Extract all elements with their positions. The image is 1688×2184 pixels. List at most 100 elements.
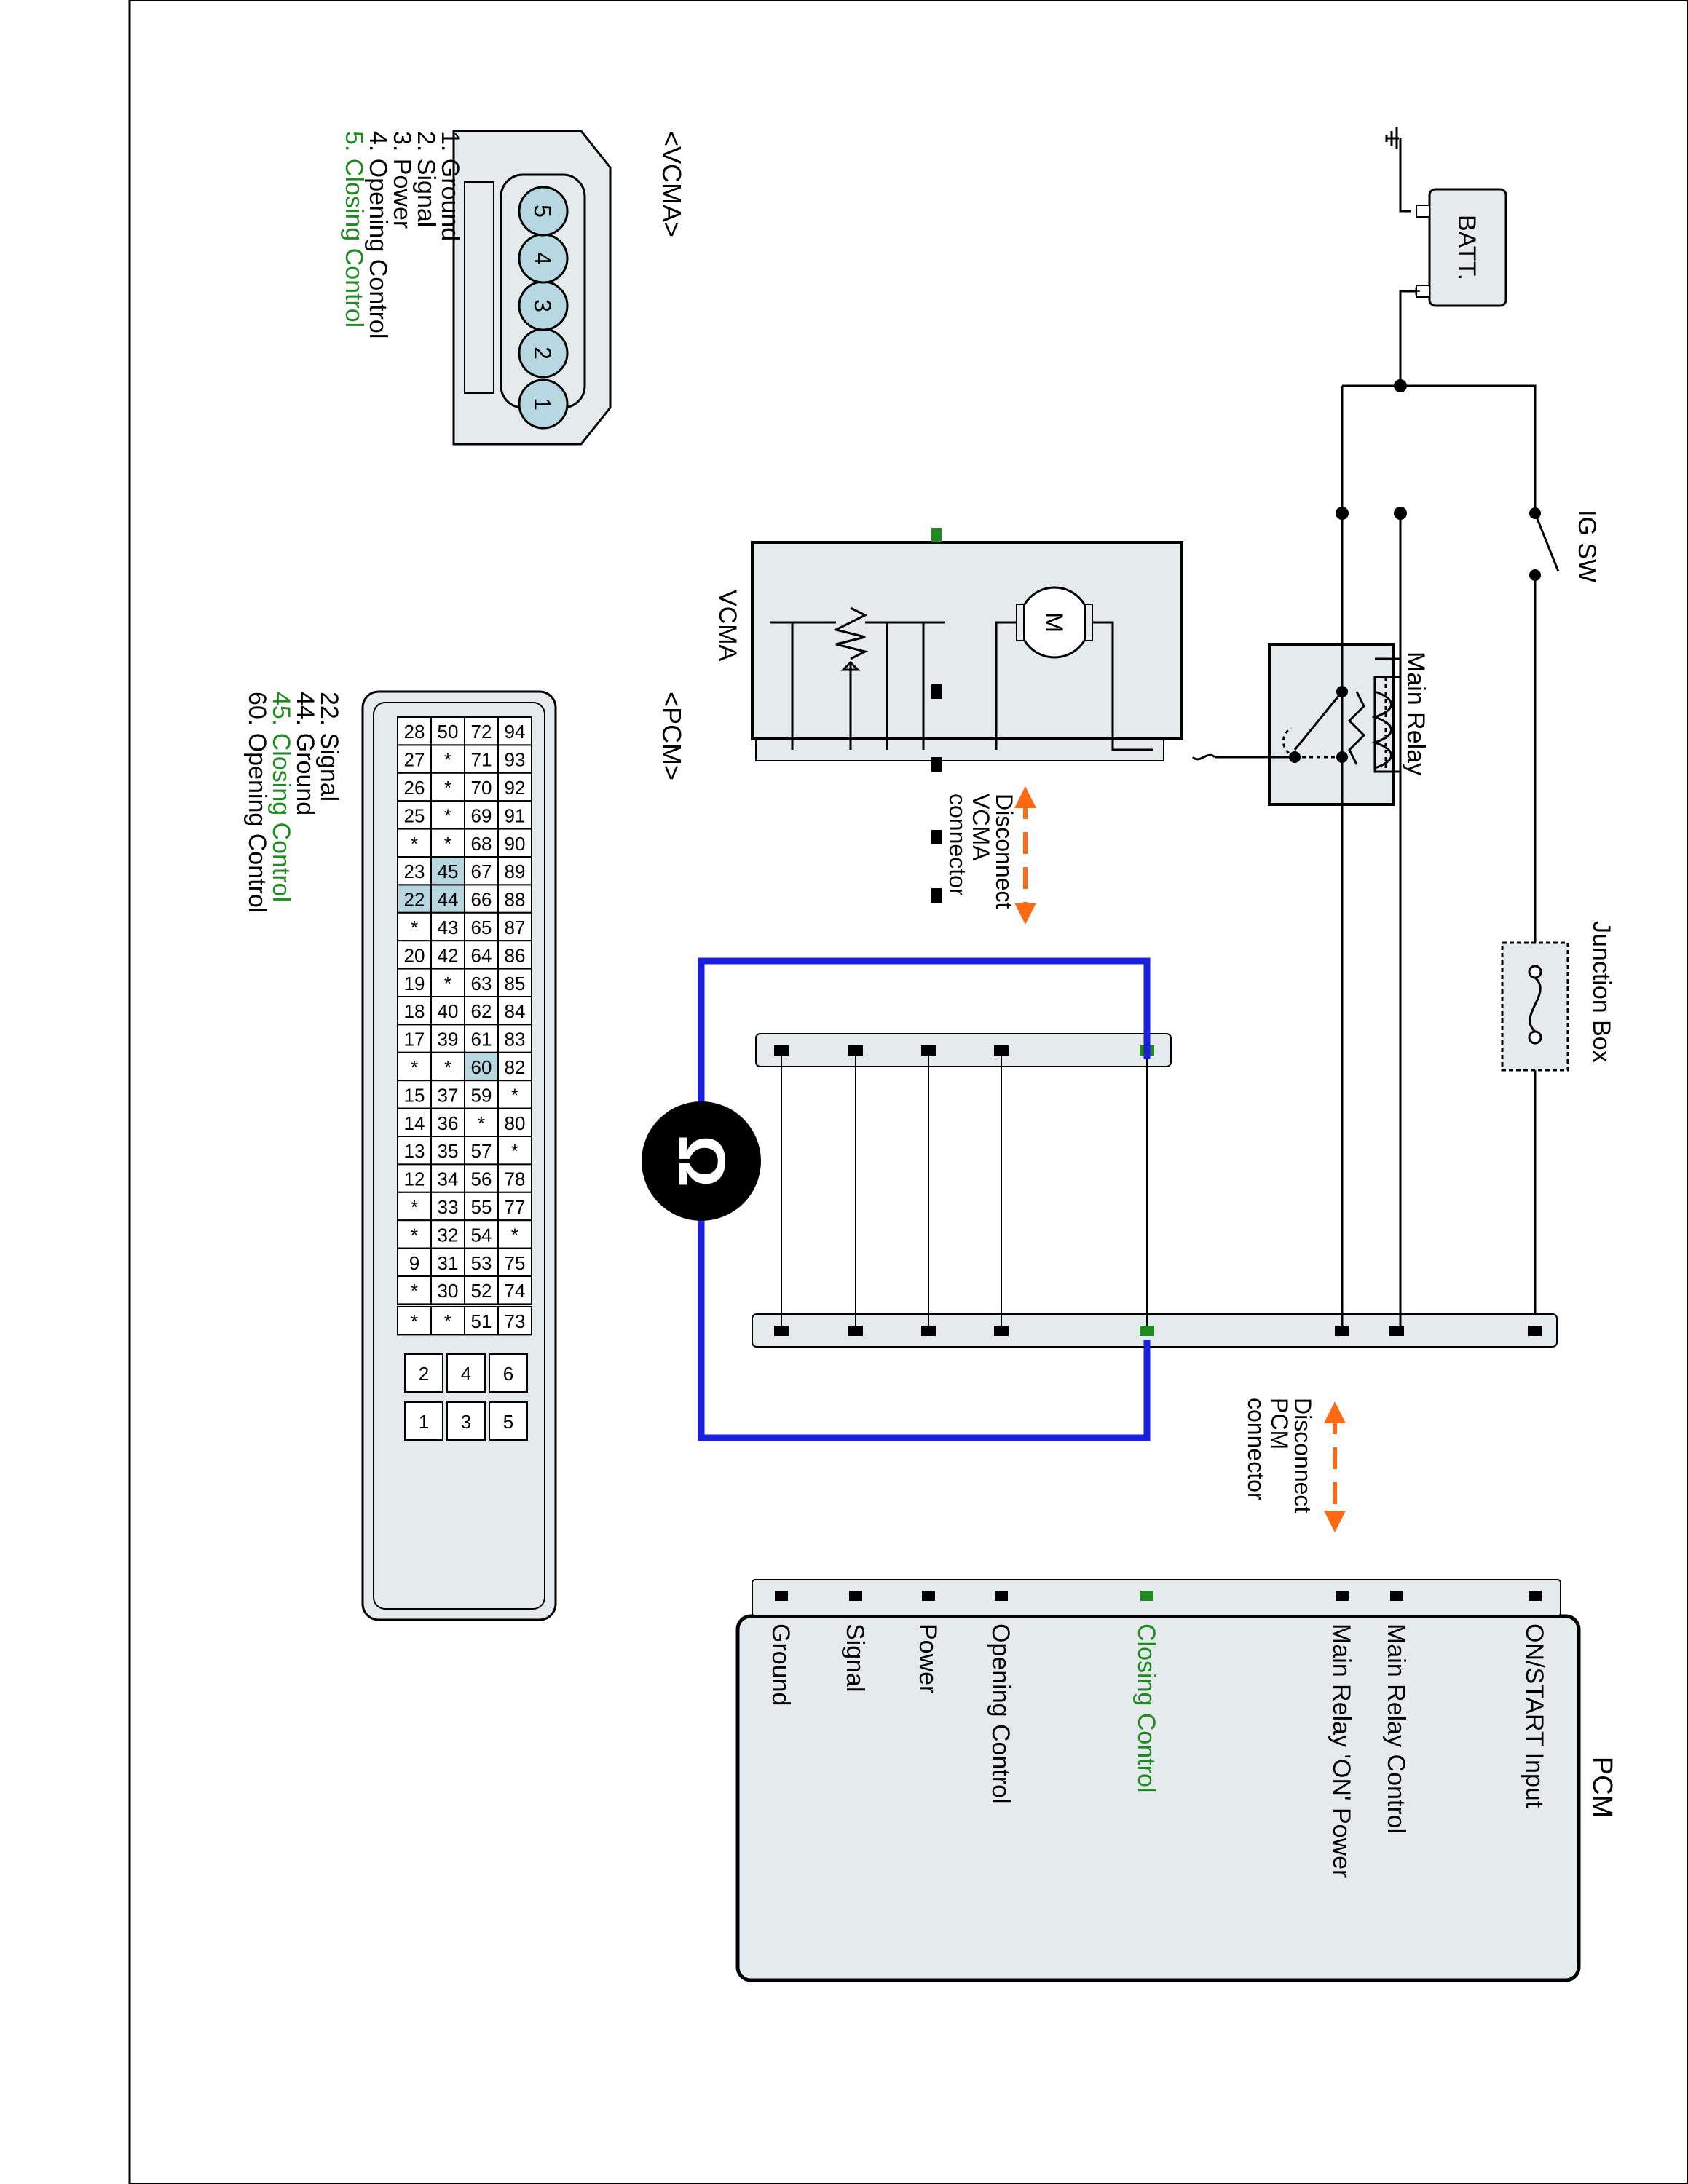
- vcma-harness-pin: [994, 1045, 1009, 1056]
- pcm-power-pin: [489, 1401, 528, 1441]
- pcm-pin-number: 22: [404, 889, 425, 911]
- pcm-pin-number: 31: [438, 1252, 459, 1274]
- pcm-terminal: [849, 1591, 862, 1601]
- ohmmeter-leads: [698, 957, 1151, 1441]
- pcm-harness-pin: [848, 1326, 863, 1336]
- pcm-terminal-label: Main Relay Control: [1382, 1623, 1410, 1834]
- pcm-pin-number: *: [444, 1310, 451, 1332]
- pcm-pin-number: 27: [404, 749, 425, 771]
- pcm-pin-number: *: [511, 1224, 518, 1246]
- vcma-module: [751, 541, 1183, 740]
- vcma-connector-latch: [464, 181, 494, 394]
- pcm-terminal-label: Closing Control: [1132, 1623, 1160, 1792]
- vcma-harness-connector: [755, 1033, 1172, 1067]
- pcm-harness-pin: [1389, 1326, 1404, 1336]
- pcm-pin-number: *: [478, 1112, 485, 1134]
- pcm-pin-number: 69: [471, 804, 492, 826]
- pot-wiper-arrow: [840, 660, 861, 671]
- batt-pos-wire: [1397, 290, 1416, 387]
- pcm-pin-number: *: [444, 804, 451, 826]
- ohm-symbol: Ω: [665, 1135, 738, 1187]
- pcm-legend-item: 60. Opening Control: [243, 692, 271, 913]
- pcm-pin-number: 92: [505, 777, 526, 799]
- pcm-pin-number: *: [444, 1056, 451, 1078]
- pcm-power-pin: [404, 1353, 443, 1393]
- batt-minus-sign: −: [1408, 207, 1426, 216]
- pcm-pin-number: 26: [404, 777, 425, 799]
- pcm-harness-connector: [752, 1313, 1558, 1348]
- pcm-pin-number: 51: [471, 1310, 492, 1332]
- ohmmeter-icon: [642, 1101, 761, 1221]
- pcm-harness-pin: [774, 1326, 789, 1336]
- relay-contact: [1289, 751, 1301, 763]
- vcma-harness-pin: [921, 1045, 936, 1056]
- pcm-pin-number: *: [411, 1280, 418, 1302]
- pcm-pin-number: 59: [471, 1084, 492, 1106]
- pcm-pin-number: 19: [404, 973, 425, 994]
- vcma-pin: [931, 684, 942, 699]
- pcm-title: PCM: [1587, 1757, 1617, 1818]
- pcm-pin-number: 71: [471, 749, 492, 771]
- pcm-pin-number: 45: [438, 860, 459, 882]
- pcm-power-pin-number: 5: [503, 1411, 513, 1433]
- vcma-connector-pin: [518, 186, 569, 237]
- vcma-pin-number: 3: [529, 299, 556, 312]
- pcm-pin-number: 25: [404, 804, 425, 826]
- pcm-pin-number: 88: [505, 889, 526, 911]
- vcma-label: VCMA: [714, 590, 741, 662]
- pcm-pin-number: 75: [505, 1252, 526, 1274]
- pcm-pin-number: 40: [438, 1000, 459, 1022]
- vcma-pin-number: 5: [529, 205, 556, 218]
- pcm-harness-pin: [1528, 1326, 1542, 1336]
- pcm-power-pin: [446, 1401, 486, 1441]
- pcm-legend-item: 44. Ground: [291, 692, 319, 815]
- pcm-pin-number: *: [411, 833, 418, 855]
- pcm-pin-number: *: [411, 1224, 418, 1246]
- pcm-pin-number: 65: [471, 917, 492, 938]
- pcm-pin-number: 56: [471, 1168, 492, 1190]
- pcm-pin-number: 74: [505, 1280, 526, 1302]
- pcm-connector-inner: [373, 702, 545, 1610]
- disconnect-pcm-label: Disconnect: [1290, 1398, 1316, 1513]
- pcm-pin-number: 89: [505, 860, 526, 882]
- pcm-pin-number: 36: [438, 1112, 459, 1134]
- vcma-pin-number: 1: [529, 397, 556, 411]
- motor-wire-b: [995, 621, 1017, 750]
- disconnect-vcma-label: connector: [944, 794, 971, 896]
- pcm-pin-number: 90: [505, 833, 526, 855]
- pcm-pin-number: 54: [471, 1224, 492, 1246]
- ig-sw-label: IG SW: [1573, 510, 1601, 582]
- pcm-pin-number: *: [444, 777, 451, 799]
- motor-wire-a: [1092, 621, 1153, 751]
- relay-blade: [1293, 691, 1344, 751]
- pcm-pin-number: 14: [404, 1112, 425, 1134]
- pcm-terminal-label: Ground: [767, 1623, 794, 1706]
- coil-icon: [1371, 690, 1392, 769]
- pcm-pin-number: 72: [471, 721, 492, 743]
- pcm-pin-number: 23: [404, 860, 425, 882]
- pcm-pin-number: 30: [438, 1280, 459, 1302]
- vcma-legend-item: 5. Closing Control: [340, 131, 368, 328]
- rail-top: [1400, 384, 1537, 513]
- pcm-harness-pin: [1140, 1326, 1154, 1336]
- pcm-pin-number: 39: [438, 1029, 459, 1051]
- pcm-pin-number: 55: [471, 1196, 492, 1218]
- vcma-legend-item: 2. Signal: [412, 131, 440, 227]
- pcm-terminal: [1390, 1591, 1403, 1601]
- pcm-terminal-label: Main Relay 'ON' Power: [1328, 1623, 1355, 1878]
- pcm-power-pin-number: 2: [419, 1363, 429, 1385]
- pcm-pin-cell: [397, 1275, 432, 1305]
- pcm-pin-number: 87: [505, 917, 526, 938]
- pcm-terminal: [1336, 1591, 1349, 1601]
- pcm-pin-number: 53: [471, 1252, 492, 1274]
- pcm-pin-cell: [397, 1306, 432, 1336]
- pcm-pin-number: 57: [471, 1140, 492, 1162]
- pcm-pin-number: 91: [505, 804, 526, 826]
- pcm-power-pin: [446, 1353, 486, 1393]
- resistor-icon: [1347, 691, 1366, 765]
- pcm-pin-number: 62: [471, 1000, 492, 1022]
- batt-neg-wire: [1399, 138, 1411, 213]
